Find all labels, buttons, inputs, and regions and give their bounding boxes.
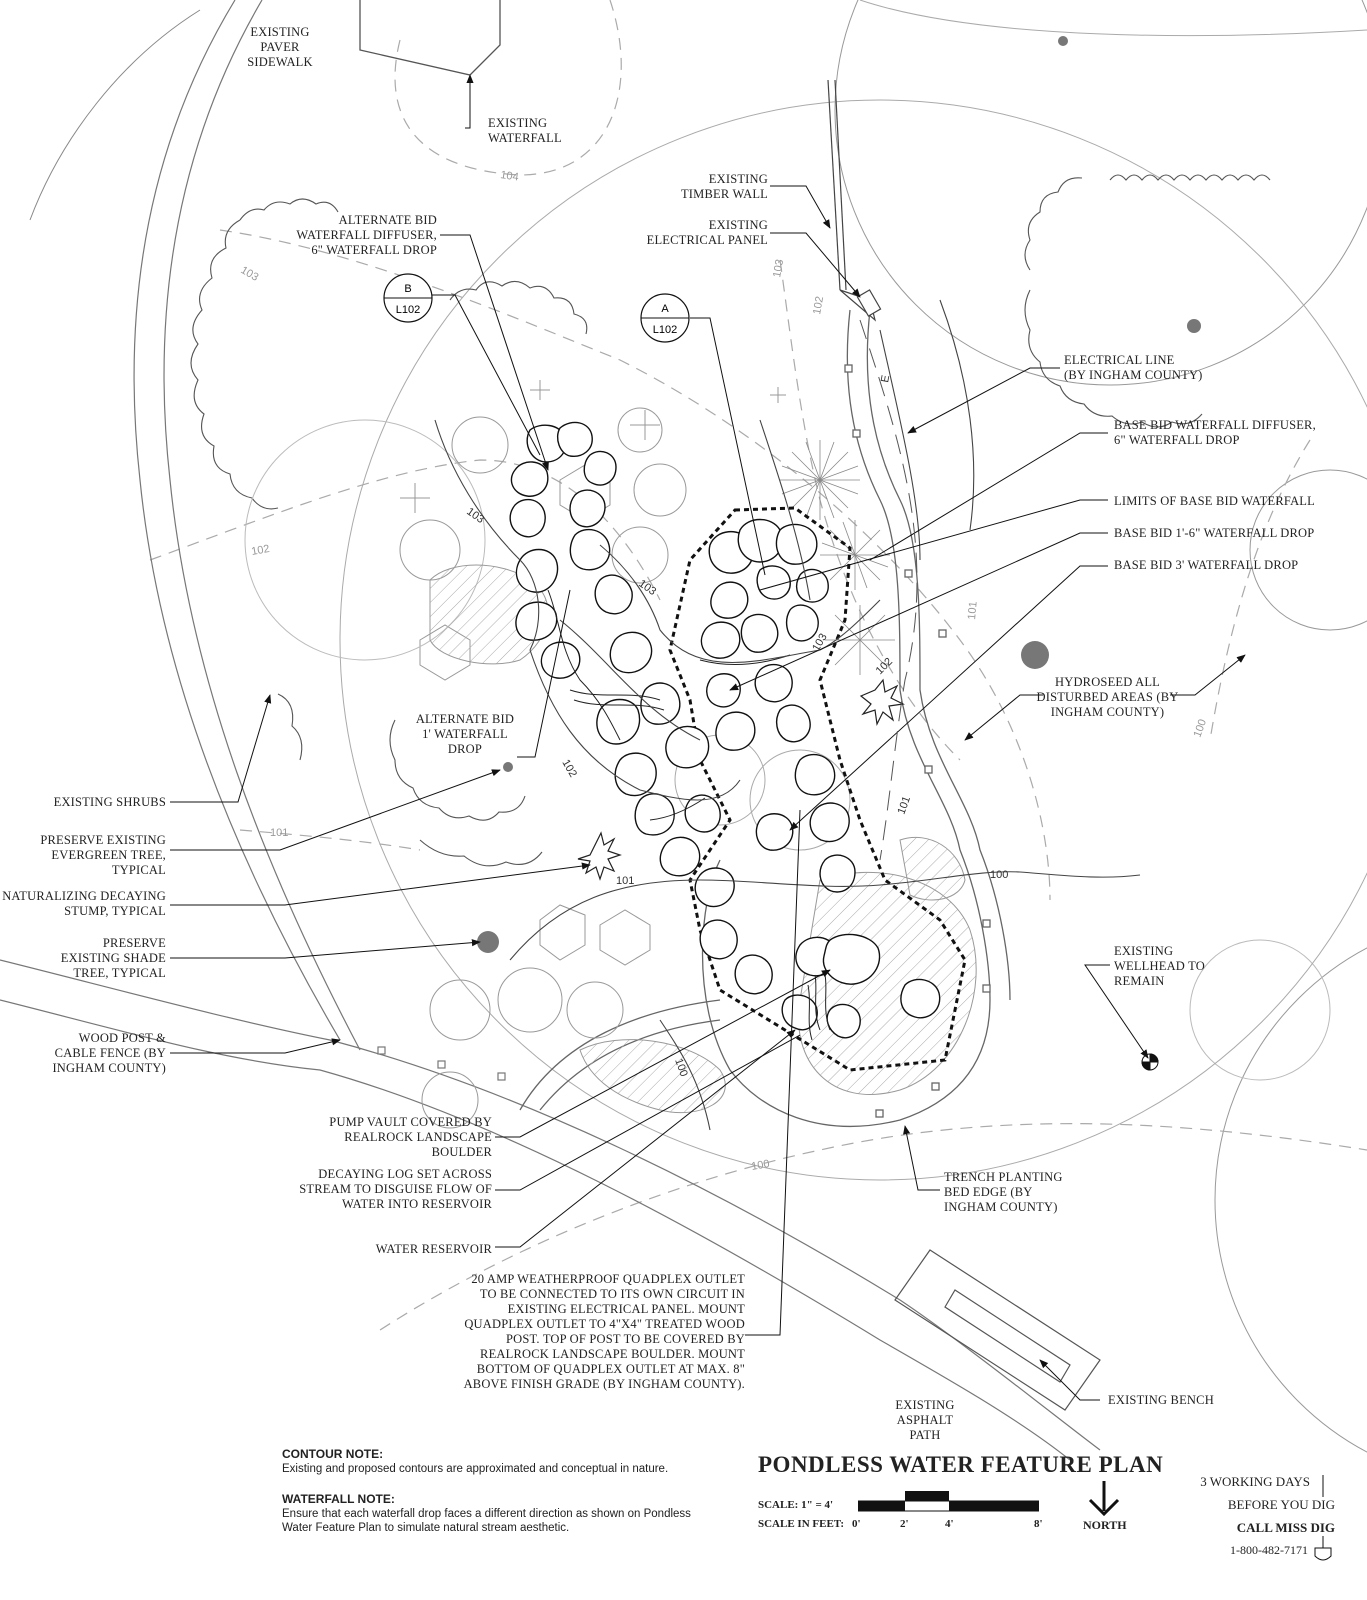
detail-tag-b: B L102 [383, 273, 433, 323]
label-limits-of-base-bid-waterfall: LIMITS OF BASE BID WATERFALL [1114, 494, 1315, 508]
detail-tag-b-sheet: L102 [396, 304, 420, 316]
scale-tick-4: 4' [945, 1518, 954, 1530]
label-base-bid-3-drop: BASE BID 3' WATERFALL DROP [1114, 558, 1299, 572]
contour-label-101: 101 [896, 795, 914, 816]
waterfall-note-text: Ensure that each waterfall drop faces a … [282, 1508, 691, 1534]
miss-dig-shovel-icon [1314, 1475, 1332, 1561]
contour-label-100: 100 [672, 1057, 690, 1078]
label-base-bid-diffuser: BASE BID WATERFALL DIFFUSER, 6" WATERFAL… [1114, 418, 1316, 447]
trench-planting-bed-edge [519, 309, 1011, 1127]
stream-channel [547, 589, 831, 1041]
label-water-reservoir: WATER RESERVOIR [375, 1242, 492, 1256]
scale-tick-2: 2' [900, 1518, 909, 1530]
label-base-bid-1-6-drop: BASE BID 1'-6" WATERFALL DROP [1114, 526, 1315, 540]
existing-bench [894, 1249, 1101, 1411]
tree-centers [400, 380, 786, 513]
north-label: NORTH [1083, 1518, 1127, 1532]
contour-label-101: 101 [966, 601, 980, 620]
limits-of-base-bid-waterfall [668, 506, 967, 1072]
label-existing-paver-sidewalk: EXISTING PAVER SIDEWALK [247, 25, 313, 69]
existing-paver-sidewalk [359, 0, 501, 76]
existing-timber-wall [827, 79, 882, 322]
site-background-geometry [29, 0, 1367, 1453]
electrical-line [859, 319, 918, 861]
waterfall-note-heading: WATERFALL NOTE: [282, 1492, 395, 1506]
contour-note-text: Existing and proposed contours are appro… [282, 1463, 669, 1475]
contour-labels: 104 103 103 103 103 103 102 102 102 102 … [239, 169, 1210, 1173]
label-pump-vault: PUMP VAULT COVERED BY REALROCK LANDSCAPE… [329, 1115, 492, 1159]
miss-dig-line2: BEFORE YOU DIG [1227, 1497, 1335, 1512]
label-decaying-stump: NATURALIZING DECAYING STUMP, TYPICAL [2, 889, 166, 918]
evergreen-trees [780, 440, 895, 675]
label-alternate-bid-drop: ALTERNATE BID 1' WATERFALL DROP [415, 712, 515, 756]
contour-label-103: 103 [239, 264, 261, 284]
leader-lines [170, 74, 1246, 1401]
contour-label-103: 103 [636, 578, 658, 598]
hatched-disturbed-areas [429, 564, 977, 1114]
decaying-stumps [577, 678, 905, 881]
existing-tree-markers [477, 36, 1201, 953]
contour-label-101: 101 [616, 875, 634, 887]
contour-note-heading: CONTOUR NOTE: [282, 1447, 384, 1461]
miss-dig-phone: 1-800-482-7171 [1230, 1543, 1308, 1557]
contour-label-102: 102 [250, 543, 270, 558]
detail-tag-a-letter: A [661, 303, 669, 315]
label-existing-timber-wall: EXISTING TIMBER WALL [680, 172, 768, 201]
label-existing-bench: EXISTING BENCH [1108, 1393, 1214, 1407]
miss-dig-line3: CALL MISS DIG [1236, 1520, 1335, 1535]
north-arrow-icon [1088, 1481, 1120, 1517]
scale-tick-0: 0' [852, 1518, 861, 1530]
wellhead-symbol [1141, 1053, 1159, 1071]
label-preserve-evergreen: PRESERVE EXISTING EVERGREEN TREE, TYPICA… [40, 833, 166, 877]
label-existing-electrical-panel: EXISTING ELECTRICAL PANEL [646, 218, 768, 247]
label-hydroseed: HYDROSEED ALL DISTURBED AREAS (BY INGHAM… [1036, 675, 1179, 719]
label-wood-post-fence: WOOD POST & CABLE FENCE (BY INGHAM COUNT… [52, 1031, 166, 1075]
contour-label-103: 103 [771, 258, 786, 278]
contour-label-101: 101 [270, 827, 288, 839]
contour-label-102: 102 [874, 656, 895, 677]
wood-post-cable-fence [0, 0, 1101, 1461]
stream-boulders [509, 421, 941, 1039]
label-existing-shrubs: EXISTING SHRUBS [53, 795, 166, 809]
label-existing-waterfall: EXISTING WATERFALL [488, 116, 562, 145]
detail-tag-b-letter: B [404, 283, 411, 295]
proposed-plantings [244, 407, 851, 1129]
scale-bar [858, 1491, 1039, 1512]
scale-in-feet-label: SCALE IN FEET: [758, 1518, 844, 1530]
contour-label-100: 100 [750, 1158, 770, 1173]
miss-dig-line1: 3 WORKING DAYS [1200, 1474, 1310, 1489]
label-preserve-shade-tree: PRESERVE EXISTING SHADE TREE, TYPICAL [60, 936, 166, 980]
label-electrical-line: ELECTRICAL LINE (BY INGHAM COUNTY) [1064, 353, 1203, 382]
label-quadplex-outlet: 20 AMP WEATHERPROOF QUADPLEX OUTLET TO B… [463, 1272, 745, 1391]
scale-ratio: SCALE: 1" = 4' [758, 1499, 834, 1511]
existing-shrub-masses [190, 174, 1271, 867]
detail-tag-a: A L102 [640, 293, 690, 343]
scale-tick-8: 8' [1034, 1518, 1043, 1530]
drawing-title: PONDLESS WATER FEATURE PLAN [758, 1452, 1164, 1477]
label-trench-planting-bed: TRENCH PLANTING BED EDGE (BY INGHAM COUN… [944, 1170, 1063, 1214]
contour-label-100: 100 [990, 869, 1008, 881]
contour-label-102: 102 [811, 295, 826, 315]
contour-label-104: 104 [500, 169, 520, 183]
label-alternate-bid-diffuser: ALTERNATE BID WATERFALL DIFFUSER, 6" WAT… [296, 213, 437, 257]
contour-label-103: 103 [464, 506, 486, 526]
label-existing-wellhead: EXISTING WELLHEAD TO REMAIN [1114, 944, 1205, 988]
contour-label-102: 102 [559, 758, 579, 780]
electrical-line-marker: E [879, 374, 892, 383]
contour-label-100: 100 [1192, 718, 1210, 739]
label-decaying-log: DECAYING LOG SET ACROSS STREAM TO DISGUI… [299, 1167, 492, 1211]
detail-tag-a-sheet: L102 [653, 324, 677, 336]
contour-lines [434, 299, 1141, 1131]
label-existing-asphalt-path: EXISTING ASPHALT PATH [895, 1398, 955, 1442]
